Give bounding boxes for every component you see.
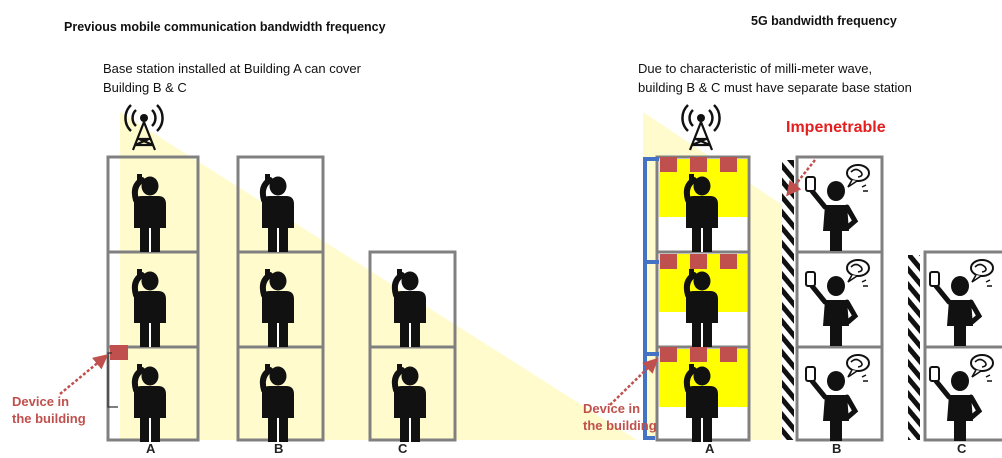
- left-caption-line2: Building B & C: [103, 80, 187, 95]
- device-label-line1: Device in: [583, 401, 641, 416]
- building-label-c: C: [957, 441, 967, 456]
- hatched-wall-icon: [908, 255, 920, 440]
- device-markers-5g: [660, 157, 737, 362]
- building-label-b: B: [832, 441, 842, 456]
- right-title: 5G bandwidth frequency: [751, 14, 897, 28]
- left-caption-line1: Base station installed at Building A can…: [103, 61, 361, 76]
- device-marker: [110, 345, 128, 360]
- building-label-a: A: [146, 441, 156, 456]
- device-label-line2: the building: [12, 411, 86, 426]
- right-caption-line2: building B & C must have separate base s…: [638, 80, 912, 95]
- building-label-b: B: [274, 441, 284, 456]
- person-speech-icon: [806, 165, 869, 251]
- signal-coverage-beam: [120, 112, 637, 440]
- person-speech-icon: [930, 260, 993, 346]
- device-pointer-arrow: [59, 354, 109, 395]
- building-label-c: C: [398, 441, 408, 456]
- device-label-line2: the building: [583, 418, 657, 433]
- impenetrable-arrow: [786, 159, 816, 197]
- person-speech-icon: [806, 355, 869, 441]
- left-title: Previous mobile communication bandwidth …: [64, 20, 386, 34]
- right-caption-line1: Due to characteristic of milli-meter wav…: [638, 61, 873, 76]
- blue-wiring: [643, 157, 659, 440]
- hatched-wall-icon: [782, 160, 794, 440]
- person-speech-icon: [806, 260, 869, 346]
- person-speech-icon: [930, 355, 993, 441]
- device-label-line1: Device in: [12, 394, 70, 409]
- device-pointer-arrow: [609, 357, 659, 406]
- device-bracket: [107, 352, 118, 408]
- impenetrable-label: Impenetrable: [786, 119, 886, 136]
- building-label-a: A: [705, 441, 715, 456]
